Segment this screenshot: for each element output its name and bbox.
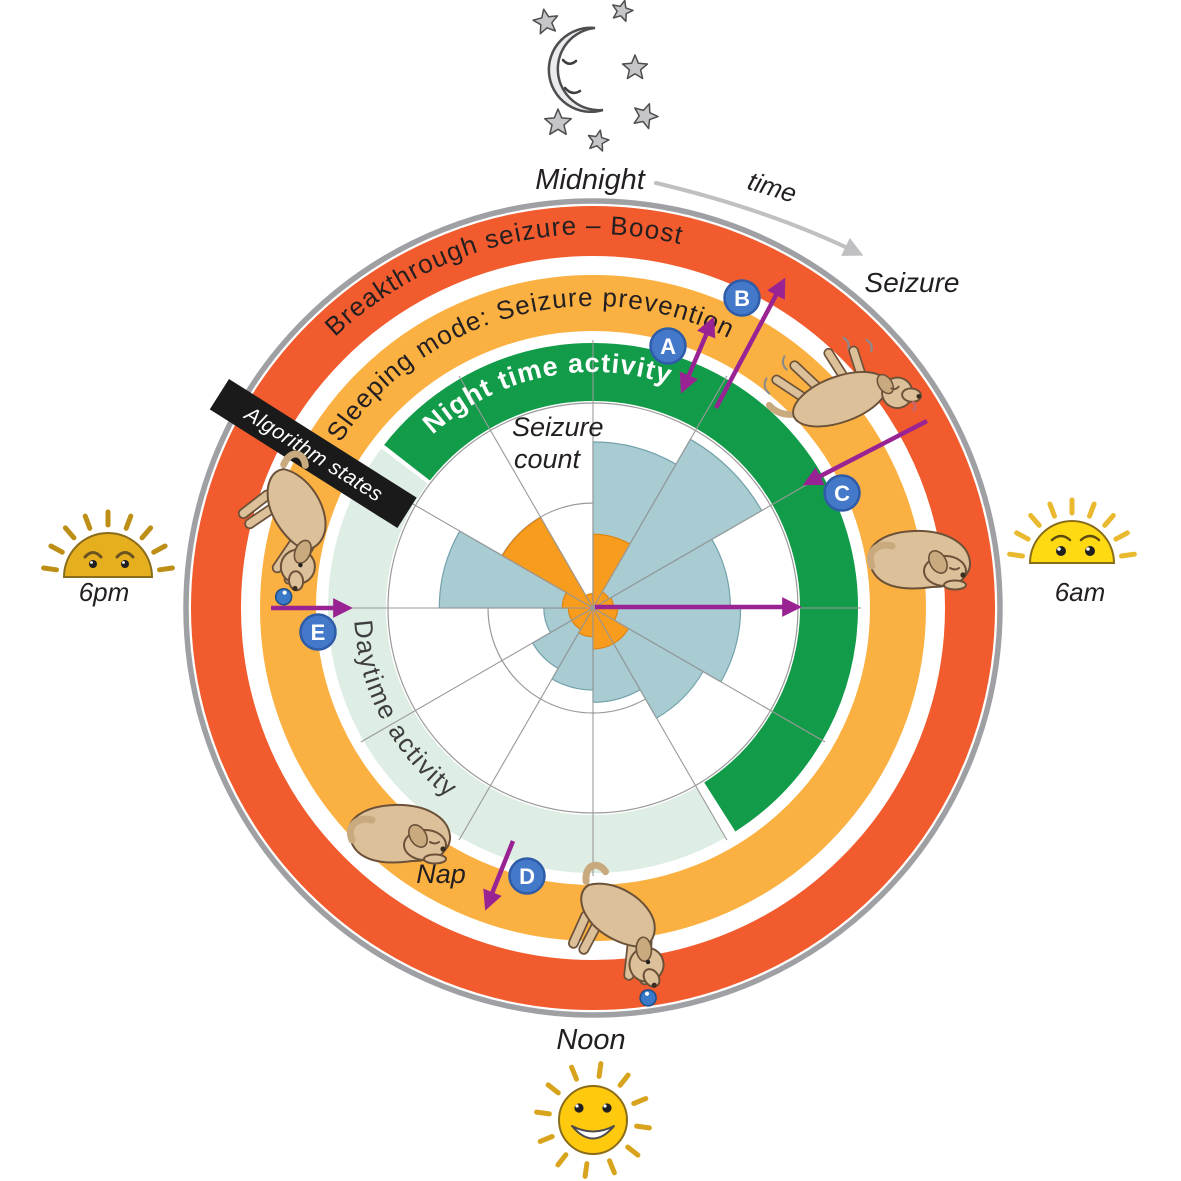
grid-radial-line [592, 375, 728, 609]
star-icon [633, 103, 659, 130]
moon-icon [532, 0, 659, 152]
time-axis-label: time [744, 166, 800, 209]
seizure-count-sector [592, 438, 763, 609]
badge-e: E [299, 613, 337, 651]
sun-ray [1007, 551, 1025, 559]
sun-ray [1102, 513, 1116, 528]
banner-background [209, 379, 417, 529]
badge-e-letter: E [311, 620, 326, 645]
sun-ray [1014, 530, 1031, 542]
sunset-6pm-icon [41, 509, 175, 578]
sun-ray [48, 543, 65, 555]
sun-ray [582, 1161, 590, 1179]
sun-ray [123, 513, 134, 531]
sun-ray [607, 1158, 617, 1176]
napping-dog-icon [349, 805, 450, 864]
stars-icon [532, 0, 659, 152]
seizure-count-line1: Seizure [512, 412, 604, 442]
sun-ray [41, 565, 59, 573]
star-icon [621, 54, 649, 80]
star-icon [543, 108, 573, 136]
grid-radial-line [360, 607, 594, 743]
sun-ray [82, 513, 93, 531]
badge-a-letter: A [660, 334, 676, 359]
seizure-count-line2: count [514, 444, 582, 474]
sun-ray [62, 525, 77, 541]
nap-label: Nap [416, 859, 466, 889]
midnight-label: Midnight [535, 164, 647, 196]
day-activity-arc [327, 448, 726, 874]
outer-boundary-circle [183, 198, 1003, 1018]
grid-radial-line [458, 607, 594, 841]
sun-ray [569, 1064, 579, 1082]
boost-ring [191, 206, 995, 1010]
seizure-count-rose [438, 438, 763, 719]
sun-ray [555, 1152, 569, 1168]
sun-ray [1087, 501, 1097, 519]
grid-radial-line [592, 607, 826, 743]
arrow-b [714, 277, 786, 410]
sun-ray [537, 1134, 555, 1144]
night-activity-arc [384, 342, 858, 832]
badge-a: A [649, 327, 687, 365]
sun-ray [139, 525, 154, 541]
noon-sun-icon [534, 1061, 652, 1179]
sun-ray [596, 1061, 604, 1079]
arrow-c [802, 419, 929, 486]
arrow-d [483, 840, 516, 911]
time-direction-arrow [654, 181, 864, 256]
grid-radial-line [592, 607, 728, 841]
star-icon [612, 0, 634, 23]
sun-ray [1119, 551, 1137, 559]
arrow-a [679, 316, 716, 394]
badge-c-letter: C [834, 481, 850, 506]
six-am-label: 6am [1055, 577, 1106, 607]
seizing-dog-icon [763, 336, 923, 428]
sun-ray [534, 1109, 552, 1117]
sun-ray [634, 1123, 652, 1131]
grid-radial-line [592, 473, 826, 609]
sleeping-dog-morning-icon [869, 531, 970, 590]
sun-ray [1028, 513, 1042, 528]
grid-radial-line [458, 375, 594, 609]
badge-b: B [723, 279, 761, 317]
sun-ray [1113, 530, 1130, 542]
seizure-label: Seizure [865, 267, 960, 298]
badge-d: D [508, 857, 546, 895]
sun-ray [157, 565, 175, 573]
star-icon [532, 8, 559, 35]
badge-d-letter: D [519, 864, 535, 889]
six-pm-label: 6pm [79, 577, 130, 607]
sun-ray [631, 1096, 649, 1106]
sun-ray [1047, 501, 1057, 519]
sun-ray [625, 1144, 641, 1158]
star-icon [587, 129, 610, 152]
outer-circle [183, 198, 1003, 1018]
seizure-count-title: Seizure count [512, 412, 604, 474]
sun-ray [617, 1072, 631, 1088]
sunrise-6am-icon [1007, 497, 1137, 564]
noon-label: Noon [556, 1024, 625, 1056]
badge-b-letter: B [734, 286, 750, 311]
badge-c: C [823, 474, 861, 512]
sun-ray [545, 1082, 561, 1096]
sun-ray [151, 543, 168, 555]
